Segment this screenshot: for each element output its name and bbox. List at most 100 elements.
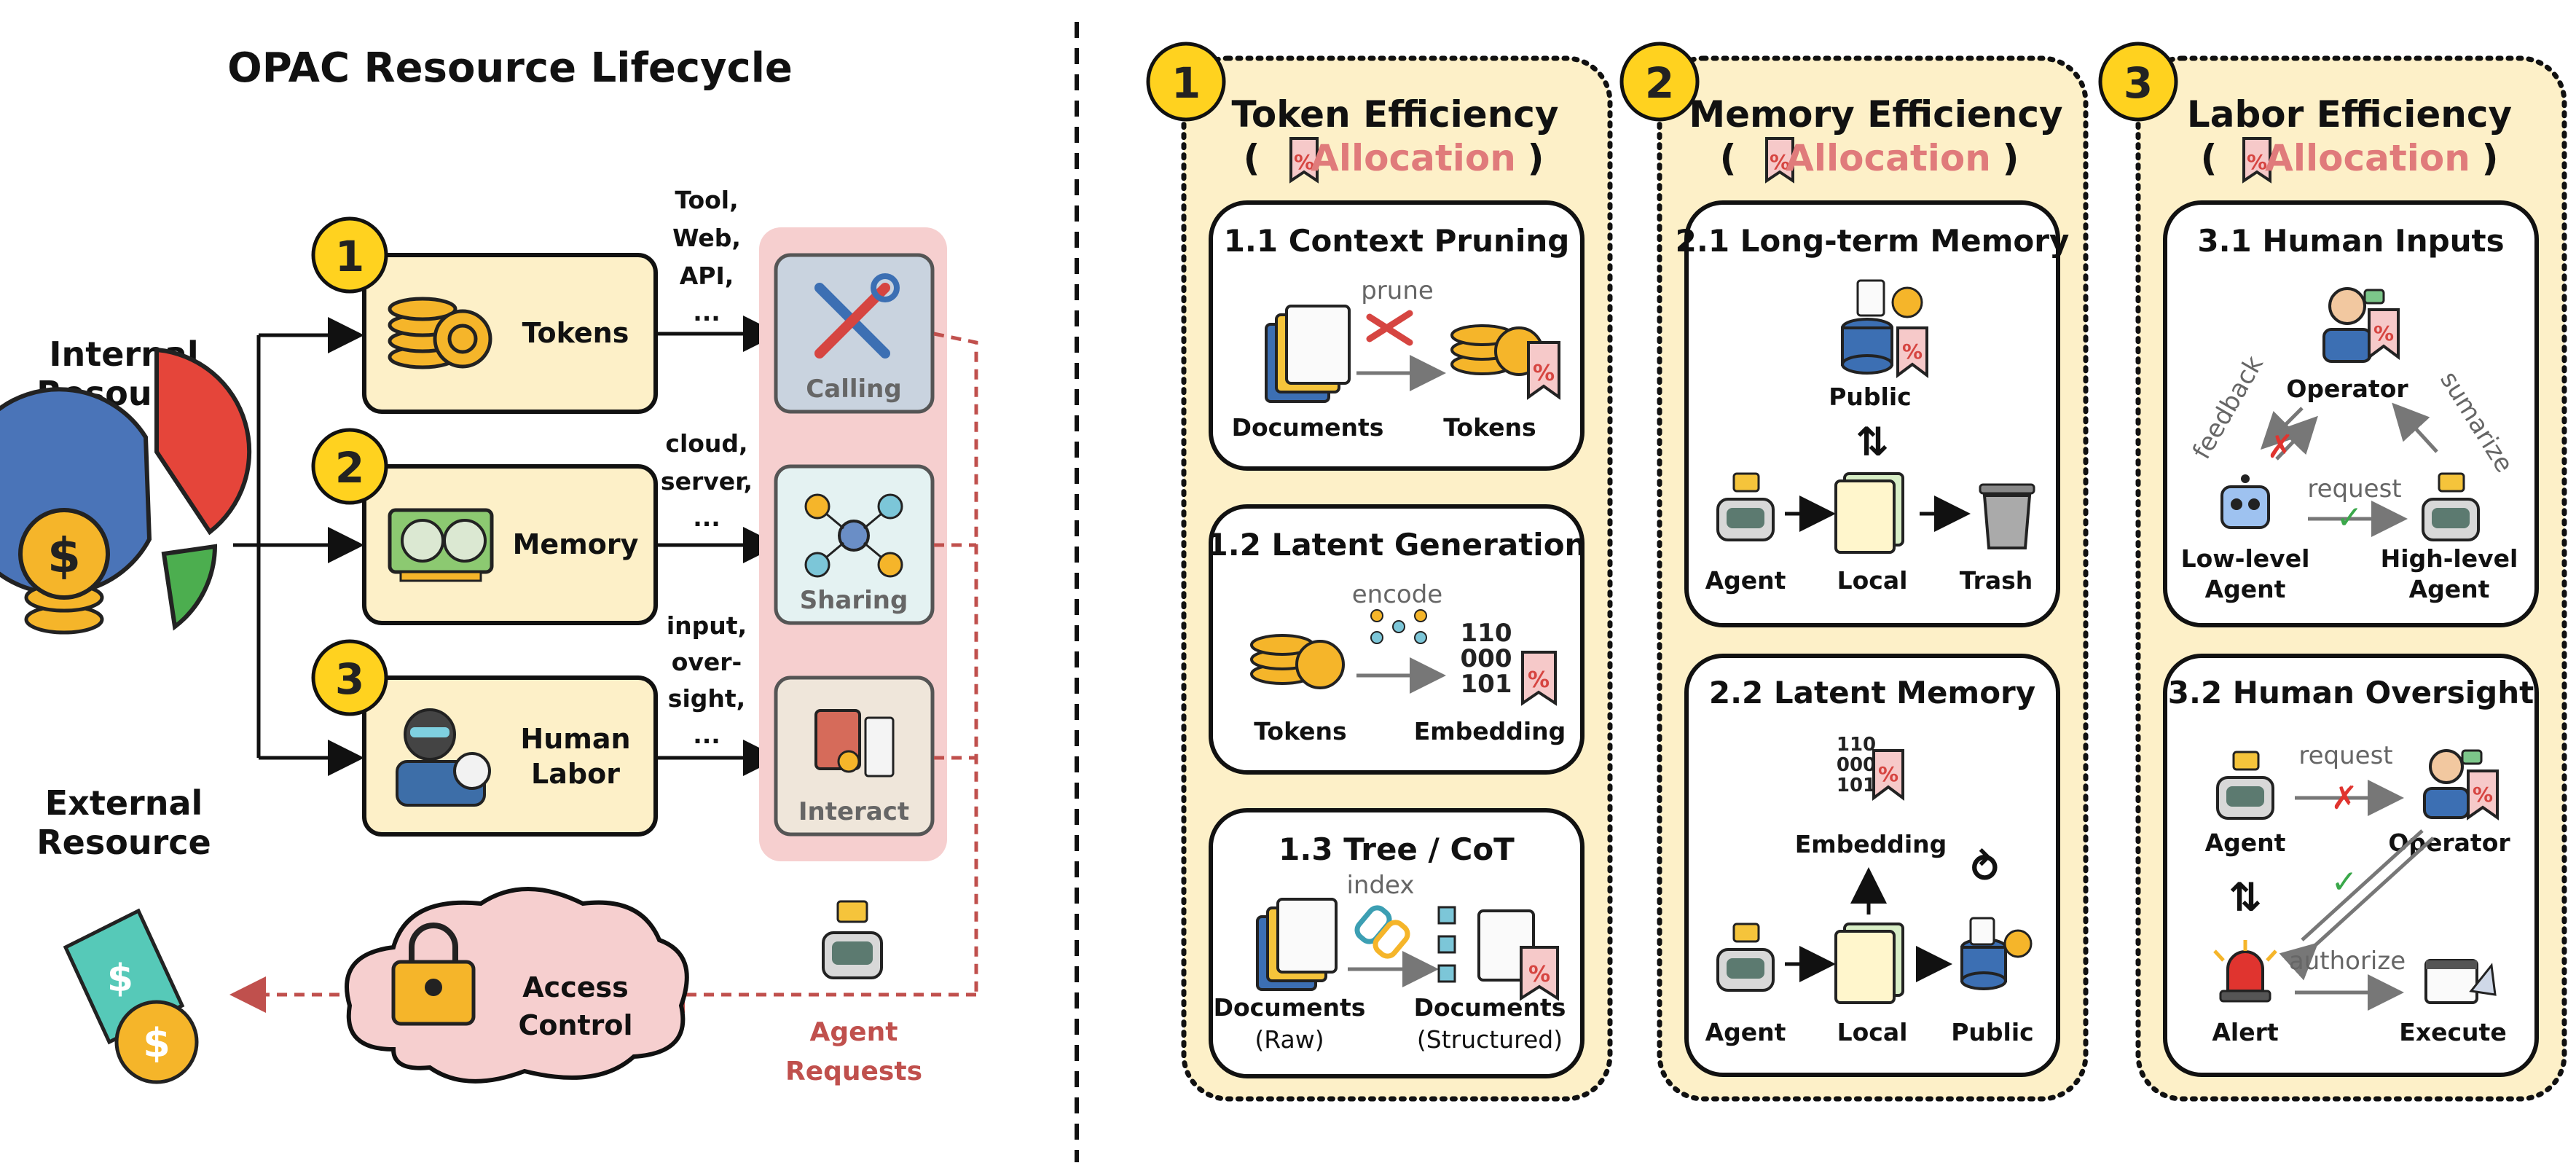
box-2-2-top: Embedding xyxy=(1795,830,1947,858)
box-1-3-to: Documents xyxy=(1414,993,1566,1022)
svg-text:110: 110 xyxy=(1837,734,1876,756)
svg-text:$: $ xyxy=(47,528,81,584)
box-1-3-to-2: (Structured) xyxy=(1417,1025,1563,1054)
box-1-1-to: Tokens xyxy=(1443,413,1536,442)
box-long-term-memory: 2.1 Long-term Memory % Public ⇅ xyxy=(1676,200,2070,627)
svg-text:%: % xyxy=(2247,150,2267,174)
operator-icon-2: % xyxy=(2423,749,2499,821)
percent-tag-icon-2: % xyxy=(1765,137,1794,184)
coins-icon xyxy=(388,297,492,369)
box-3-2-agent: Agent xyxy=(2205,829,2286,857)
column-token-efficiency: 1 Token Efficiency ( % Allocation ) 1.1 … xyxy=(1146,42,1613,1102)
column-badge-1: 1 xyxy=(1171,58,1201,108)
blocked-x-icon: ✗ xyxy=(2267,428,2294,466)
action-label-calling: Calling xyxy=(806,375,901,404)
structured-documents-icon: % xyxy=(1437,906,1559,1001)
access-control-label-1: Access xyxy=(522,971,628,1003)
scissors-icon xyxy=(1366,310,1413,346)
svg-text:%: % xyxy=(2373,321,2394,345)
operator-icon: % xyxy=(2322,287,2400,363)
trash-icon xyxy=(1979,483,2035,549)
action-interact: Interact xyxy=(774,675,935,837)
high-level-agent-icon xyxy=(2422,472,2480,541)
allocation-label-3: Allocation xyxy=(2265,137,2470,179)
column-title-1: Token Efficiency xyxy=(1231,93,1558,136)
svg-text:%: % xyxy=(1528,667,1550,693)
stage-memory: Memory 2 xyxy=(311,428,658,625)
box-title-2-1: 2.1 Long-term Memory xyxy=(1676,223,2070,259)
local-document-icon xyxy=(1834,472,1904,554)
paren-open-1: ( xyxy=(1244,137,1260,179)
hacker-icon xyxy=(396,708,491,807)
paren-close-3: ) xyxy=(2482,137,2499,179)
stage-tokens: Tokens 1 xyxy=(311,216,658,414)
column-badge-3: 3 xyxy=(2124,58,2153,108)
access-control-cloud: Access Control xyxy=(345,887,689,1084)
svg-text:$: $ xyxy=(143,1020,170,1066)
alert-siren-icon xyxy=(2213,940,2277,1003)
agent-requests-label-1: Agent xyxy=(810,1017,898,1047)
box-1-1-from: Documents xyxy=(1232,413,1384,442)
box-latent-memory: 2.2 Latent Memory 110 000 101 % Embeddin… xyxy=(1684,654,2060,1077)
stage-label-labor: Labor xyxy=(531,758,620,790)
box-3-1-top: Operator xyxy=(2286,375,2408,403)
gpu-icon xyxy=(388,508,494,582)
edge-label-tool: Tool, xyxy=(675,186,738,214)
share-network-icon xyxy=(804,493,903,578)
svg-text:%: % xyxy=(1533,361,1555,386)
box-title-1-1: 1.1 Context Pruning xyxy=(1224,223,1570,259)
local-document-icon-2 xyxy=(1834,923,1904,1004)
edge-label-dots-2: ... xyxy=(693,504,720,532)
swap-arrows-icon: ⇅ xyxy=(1856,419,1888,465)
stage-label-human: Human xyxy=(520,723,630,755)
action-calling: Calling xyxy=(774,253,935,414)
edge-label-cloud: cloud, xyxy=(665,429,747,458)
oversight-check-icon: ✓ xyxy=(2331,863,2358,901)
external-label-2: Resource xyxy=(36,823,211,862)
svg-text:101: 101 xyxy=(1461,670,1512,699)
allocation-label-2: Allocation xyxy=(1786,137,1991,179)
tokens-icon: % xyxy=(1450,324,1560,400)
paren-close-2: ) xyxy=(2003,137,2019,179)
edge-label-api: API, xyxy=(680,262,734,290)
svg-text:%: % xyxy=(1294,150,1314,174)
svg-text:%: % xyxy=(1770,150,1790,174)
box-context-pruning: 1.1 Context Pruning prune % Documents To… xyxy=(1209,200,1585,471)
box-3-1-right-1: High-level xyxy=(2381,544,2518,573)
svg-text:%: % xyxy=(1528,962,1550,987)
action-sharing: Sharing xyxy=(774,464,935,625)
box-3-2-execute: Execute xyxy=(2399,1018,2506,1046)
public-database-icon-2 xyxy=(1960,917,2033,990)
interact-icon xyxy=(814,709,895,778)
embedding-icon: 110 000 101 % xyxy=(1837,734,1904,801)
svg-text:$: $ xyxy=(107,957,133,1000)
box-2-1-b: Local xyxy=(1837,566,1908,595)
box-title-3-2: 3.2 Human Oversight xyxy=(2168,675,2534,710)
paren-open-2: ( xyxy=(1720,137,1737,179)
access-control-label-2: Control xyxy=(518,1009,632,1041)
stage-badge-2: 2 xyxy=(335,443,364,493)
box-2-2-b: Local xyxy=(1837,1018,1908,1046)
action-label-interact: Interact xyxy=(798,797,909,826)
box-tree-cot: 1.3 Tree / CoT index % Documents (R xyxy=(1209,808,1585,1078)
box-human-oversight: 3.2 Human Oversight request ✗ % Agent Op… xyxy=(2163,654,2539,1077)
stage-human-labor: Human Labor 3 xyxy=(311,639,658,837)
authorize-label: authorize xyxy=(2289,947,2406,976)
agent-requests-label-2: Requests xyxy=(785,1057,922,1086)
column-labor-efficiency: 3 Labor Efficiency ( % Allocation ) 3.1 … xyxy=(2098,42,2567,1102)
box-1-3-from: Documents xyxy=(1214,993,1366,1022)
arrow-label-prune: prune xyxy=(1361,276,1434,305)
link-icon xyxy=(1354,905,1410,959)
box-title-1-2: 1.2 Latent Generation xyxy=(1207,527,1587,563)
percent-tag-icon: % xyxy=(1289,137,1319,184)
box-title-2-2: 2.2 Latent Memory xyxy=(1709,675,2035,710)
column-memory-efficiency: 2 Memory Efficiency ( % Allocation ) 2.1… xyxy=(1619,42,2089,1102)
price-tag-icon: $ $ xyxy=(63,908,199,1084)
column-badge-2: 2 xyxy=(1645,58,1674,108)
tools-icon xyxy=(814,273,900,359)
box-2-1-c: Trash xyxy=(1960,566,2033,595)
low-level-agent-icon xyxy=(2220,474,2270,529)
raw-documents-icon xyxy=(1256,898,1338,991)
lock-icon xyxy=(391,923,476,1026)
